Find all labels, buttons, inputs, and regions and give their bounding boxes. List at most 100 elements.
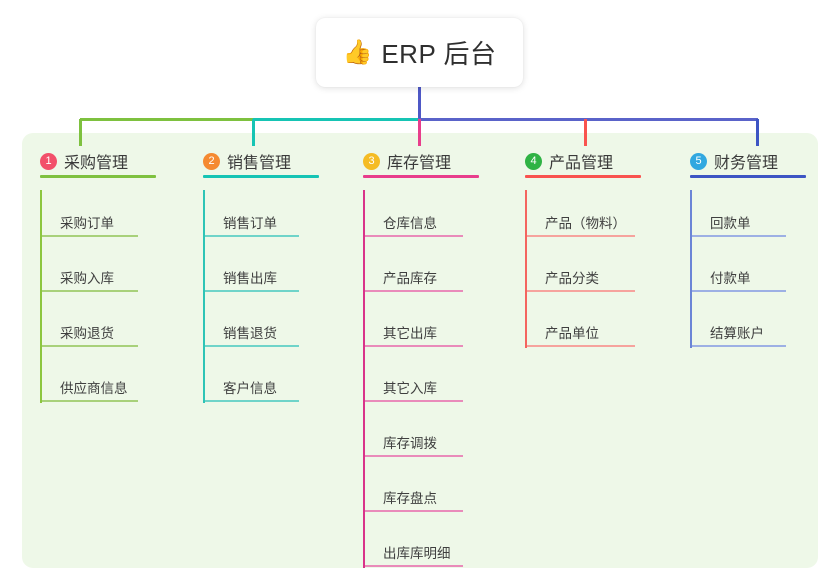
leaf-node-underline (42, 345, 138, 347)
branch-underline (525, 175, 641, 178)
thumbs-up-emoji: 👍 (342, 38, 373, 66)
leaf-node-underline (527, 290, 635, 292)
leaf-node-label: 出库库明细 (383, 546, 451, 561)
leaf-node-underline (365, 400, 463, 402)
leaf-node-label: 销售退货 (223, 326, 277, 341)
branch-title: 销售管理 (227, 155, 292, 172)
leaf-node[interactable]: 产品库存 (364, 245, 523, 300)
leaf-node-label: 结算账户 (710, 326, 764, 341)
branch-underline (40, 175, 156, 178)
leaf-node-label: 其它入库 (383, 381, 437, 396)
leaf-node[interactable]: 供应商信息 (41, 355, 200, 410)
leaf-node-label: 销售出库 (223, 271, 277, 286)
leaf-node[interactable]: 销售出库 (204, 245, 363, 300)
branch-underline (690, 175, 806, 178)
leaf-node-underline (365, 345, 463, 347)
branch-column-1: 1 采购管理采购订单采购入库采购退货供应商信息 (40, 146, 200, 410)
leaf-node-underline (365, 455, 463, 457)
leaf-node-label: 销售订单 (223, 216, 277, 231)
branch-spine-line (690, 190, 692, 348)
leaf-node-underline (205, 345, 299, 347)
branch-number-badge: 5 (690, 152, 707, 170)
branch-column-4: 4 产品管理产品（物料） 产品分类产品单位 (525, 146, 685, 355)
branch-title: 库存管理 (387, 155, 452, 172)
branch-item-list: 产品（物料） 产品分类产品单位 (525, 190, 685, 355)
branch-underline (363, 175, 479, 178)
leaf-node-label: 库存调拨 (383, 436, 437, 451)
leaf-node-label: 产品分类 (545, 271, 599, 286)
leaf-node-label: 产品（物料） (545, 216, 626, 231)
leaf-node[interactable]: 采购订单 (41, 190, 200, 245)
leaf-node[interactable]: 采购入库 (41, 245, 200, 300)
branch-item-list: 仓库信息产品库存其它出库其它入库库存调拨库存盘点出库库明细 (363, 190, 523, 575)
leaf-node-label: 其它出库 (383, 326, 437, 341)
branch-number-badge: 4 (525, 152, 542, 170)
leaf-node[interactable]: 客户信息 (204, 355, 363, 410)
leaf-node[interactable]: 产品单位 (526, 300, 685, 355)
branch-header-4[interactable]: 4 产品管理 (525, 146, 685, 178)
branch-spine-line (40, 190, 42, 403)
leaf-node-label: 仓库信息 (383, 216, 437, 231)
leaf-node[interactable]: 产品分类 (526, 245, 685, 300)
leaf-node[interactable]: 仓库信息 (364, 190, 523, 245)
leaf-node-underline (365, 235, 463, 237)
leaf-node-underline (365, 565, 463, 567)
branch-spine-line (525, 190, 527, 348)
branch-item-list: 回款单付款单结算账户 (690, 190, 839, 355)
leaf-node[interactable]: 库存盘点 (364, 465, 523, 520)
leaf-node-underline (527, 235, 635, 237)
leaf-node-label: 采购订单 (60, 216, 114, 231)
root-node-card[interactable]: 👍 ERP 后台 (316, 18, 523, 87)
leaf-node-label: 库存盘点 (383, 491, 437, 506)
leaf-node[interactable]: 库存调拨 (364, 410, 523, 465)
leaf-node[interactable]: 结算账户 (691, 300, 839, 355)
leaf-node-underline (205, 400, 299, 402)
leaf-node-underline (692, 235, 786, 237)
leaf-node-underline (205, 290, 299, 292)
leaf-node-label: 采购入库 (60, 271, 114, 286)
leaf-node[interactable]: 采购退货 (41, 300, 200, 355)
leaf-node-label: 产品库存 (383, 271, 437, 286)
leaf-node[interactable]: 产品（物料） (526, 190, 685, 245)
leaf-node-label: 付款单 (710, 271, 751, 286)
branch-number-badge: 3 (363, 152, 380, 170)
branch-number-badge: 1 (40, 152, 57, 170)
branch-header-3[interactable]: 3 库存管理 (363, 146, 523, 178)
leaf-node-underline (205, 235, 299, 237)
branch-spine-line (203, 190, 205, 403)
leaf-node-underline (42, 400, 138, 402)
diagram-panel (22, 133, 818, 568)
branch-header-5[interactable]: 5 财务管理 (690, 146, 839, 178)
leaf-node-underline (42, 235, 138, 237)
leaf-node[interactable]: 其它出库 (364, 300, 523, 355)
branch-underline (203, 175, 319, 178)
leaf-node-underline (42, 290, 138, 292)
leaf-node-underline (527, 345, 635, 347)
leaf-node[interactable]: 出库库明细 (364, 520, 523, 575)
leaf-node-underline (365, 290, 463, 292)
branch-spine-line (363, 190, 365, 568)
leaf-node-underline (692, 345, 786, 347)
leaf-node[interactable]: 付款单 (691, 245, 839, 300)
leaf-node-label: 客户信息 (223, 381, 277, 396)
branch-title: 财务管理 (714, 155, 779, 172)
leaf-node-label: 回款单 (710, 216, 751, 231)
leaf-node-underline (692, 290, 786, 292)
leaf-node[interactable]: 销售订单 (204, 190, 363, 245)
leaf-node[interactable]: 销售退货 (204, 300, 363, 355)
branch-header-1[interactable]: 1 采购管理 (40, 146, 200, 178)
branch-title: 采购管理 (64, 155, 129, 172)
branch-column-5: 5 财务管理回款单付款单结算账户 (690, 146, 839, 355)
leaf-node[interactable]: 回款单 (691, 190, 839, 245)
root-node-title: ERP 后台 (381, 39, 497, 69)
leaf-node[interactable]: 其它入库 (364, 355, 523, 410)
branch-item-list: 销售订单销售出库销售退货客户信息 (203, 190, 363, 410)
branch-item-list: 采购订单采购入库采购退货供应商信息 (40, 190, 200, 410)
leaf-node-label: 产品单位 (545, 326, 599, 341)
branch-column-2: 2 销售管理销售订单销售出库销售退货客户信息 (203, 146, 363, 410)
leaf-node-label: 采购退货 (60, 326, 114, 341)
branch-number-badge: 2 (203, 152, 220, 170)
branch-title: 产品管理 (549, 155, 614, 172)
branch-header-2[interactable]: 2 销售管理 (203, 146, 363, 178)
